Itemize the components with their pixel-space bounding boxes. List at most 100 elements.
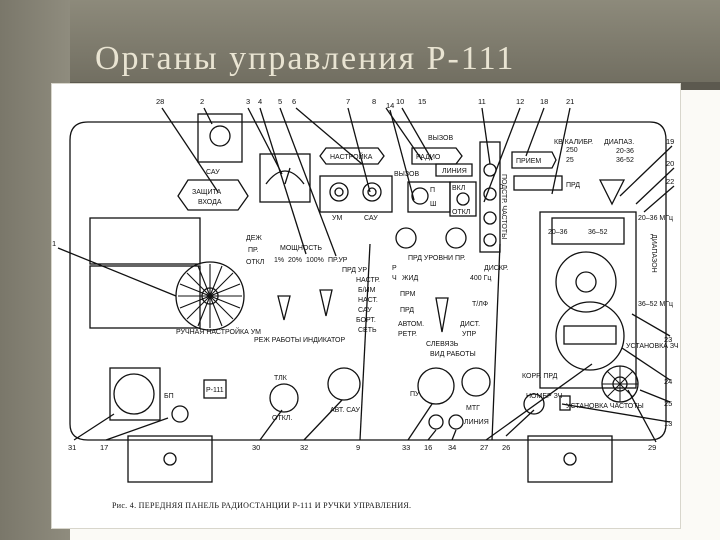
label-u: Ч xyxy=(392,275,397,282)
label-sau-jack: САУ xyxy=(364,215,378,222)
label-mgts-b: 36–52 МГц xyxy=(638,301,673,308)
label-mgts-a: 20–36 МГц xyxy=(638,215,673,222)
label-set: СЕТЬ xyxy=(358,327,377,334)
label-priem: ПРИЕМ xyxy=(516,158,541,165)
callout-18: 18 xyxy=(540,97,548,106)
label-bort: БОРТ. xyxy=(356,317,376,324)
label-um: УМ xyxy=(332,215,342,222)
label-sau: САУ xyxy=(206,169,220,176)
sau-knob xyxy=(209,125,231,147)
label-liniya: ЛИНИЯ xyxy=(442,168,467,175)
callout-15: 15 xyxy=(418,97,426,106)
callout-11: 11 xyxy=(478,97,486,106)
callout-34: 34 xyxy=(448,443,456,452)
callout-22: 22 xyxy=(666,177,674,186)
label-m20: 20% xyxy=(288,257,302,264)
label-ruchnaya: РУЧНАЯ НАСТРОЙКА УМ xyxy=(176,327,261,336)
callout-12: 12 xyxy=(516,97,524,106)
freq-dial-rays xyxy=(602,366,638,402)
label-otkl-2: ОТКЛ xyxy=(246,259,265,266)
callout-23: 23 xyxy=(664,335,672,344)
label-vid-raboty: ВИД РАБОТЫ xyxy=(430,351,476,358)
label-pr-ur: ПР.УР xyxy=(328,257,348,264)
callout-2: 2 xyxy=(200,97,204,106)
indicator-meter xyxy=(259,153,311,203)
label-diapaz-36-52: 36-52 xyxy=(616,157,634,164)
label-rezh-raboty: РЕЖ РАБОТЫ ИНДИКАТОР xyxy=(254,337,345,344)
callout-4: 4 xyxy=(258,97,262,106)
callout-6: 6 xyxy=(292,97,296,106)
label-korr-prd: КОРР. ПРД xyxy=(522,373,558,380)
label-retr: РЕТР. xyxy=(398,331,417,338)
callout-14: 14 xyxy=(386,101,394,110)
callout-5: 5 xyxy=(278,97,282,106)
label-upr: УПР xyxy=(462,331,476,338)
label-ustanovka-zch: УСТАНОВКА ЗЧ xyxy=(626,343,679,350)
label-range-36-52: 36–52 xyxy=(588,229,608,236)
label-sau-3: САУ xyxy=(358,307,372,314)
label-sh: Ш xyxy=(430,201,436,208)
callout-24: 24 xyxy=(664,377,672,386)
label-kv-kalibr: КВ КАЛИБР. xyxy=(554,139,593,146)
label-prd-2: ПРД xyxy=(400,307,414,314)
label-vkhoda: ВХОДА xyxy=(198,199,222,206)
starburst-rays xyxy=(178,264,242,328)
label-mtg: МТГ xyxy=(466,405,480,412)
callout-33: 33 xyxy=(402,443,410,452)
label-radio: РАДИО xyxy=(416,154,441,161)
label-m100: 100% xyxy=(306,257,324,264)
label-400hz: 400 Гц xyxy=(470,275,491,282)
label-otkl-3: ОТКЛ. xyxy=(272,415,292,422)
label-m1: 1% xyxy=(274,257,284,264)
callout-1: 1 xyxy=(52,239,56,248)
label-zhid: ЖИД xyxy=(402,275,418,282)
label-kv-250: 250 xyxy=(566,147,578,154)
callout-27: 27 xyxy=(480,443,488,452)
label-prm: ПРМ xyxy=(400,291,416,298)
label-moshchnost: МОЩНОСТЬ xyxy=(280,245,322,252)
label-p: П xyxy=(430,187,435,194)
label-r: Р xyxy=(392,265,397,272)
label-nomer-zch: НОМЕР ЗЧ xyxy=(526,393,563,400)
sau-box xyxy=(197,113,243,163)
label-bp: БП xyxy=(164,393,174,400)
label-pu: ПУ xyxy=(410,391,420,398)
label-range-20-36: 20–36 xyxy=(548,229,568,236)
callout-13: 13 xyxy=(664,419,672,428)
label-zashchita: ЗАЩИТА xyxy=(192,189,222,196)
callout-9: 9 xyxy=(356,443,360,452)
callout-3: 3 xyxy=(246,97,250,106)
label-slevyazh: СЛЕВЯЗЬ xyxy=(426,341,459,348)
label-nastr: НАСТР. xyxy=(356,277,380,284)
label-dist: ДИСТ. xyxy=(460,321,480,328)
label-podstr: ПОДСТР. ЧАСТОТЫ xyxy=(500,174,507,239)
callout-29: 29 xyxy=(648,443,656,452)
label-dezh: ДЕЖ xyxy=(246,235,262,242)
callout-17: 17 xyxy=(100,443,108,452)
label-prd-ur: ПРД УР xyxy=(342,267,367,274)
label-vyzov: ВЫЗОВ xyxy=(428,135,453,142)
callout-8: 8 xyxy=(372,97,376,106)
figure-caption: Рис. 4. ПЕРЕДНЯЯ ПАНЕЛЬ РАДИОСТАНЦИИ Р-1… xyxy=(112,501,411,510)
callout-32: 32 xyxy=(300,443,308,452)
panel-outline xyxy=(69,121,667,441)
label-nast: НАСТ. xyxy=(358,297,378,304)
label-diapazon: ДИАПАЗОН xyxy=(650,234,657,273)
zashchita-plate xyxy=(177,179,249,211)
label-kv-25: 25 xyxy=(566,157,574,164)
callout-10: 10 xyxy=(396,97,404,106)
label-otkl: ОТКЛ xyxy=(452,209,471,216)
label-avt-sau: АВТ. САУ xyxy=(330,407,361,414)
label-diskr: ДИСКР. xyxy=(484,265,508,272)
label-ustanovka-chastoty: УСТАНОВКА ЧАСТОТЫ xyxy=(566,403,644,410)
callout-26: 26 xyxy=(502,443,510,452)
callout-21: 21 xyxy=(566,97,574,106)
callout-28: 28 xyxy=(156,97,164,106)
callout-31: 31 xyxy=(68,443,76,452)
callout-25: 25 xyxy=(664,399,672,408)
label-liniya-2: ЛИНИЯ xyxy=(464,419,489,426)
label-nastroyka: НАСТРОЙКА xyxy=(330,152,373,161)
callout-30: 30 xyxy=(252,443,260,452)
panel-diagram: 28 2 3 4 5 7 8 10 15 11 12 18 21 19 20 2… xyxy=(52,97,679,510)
